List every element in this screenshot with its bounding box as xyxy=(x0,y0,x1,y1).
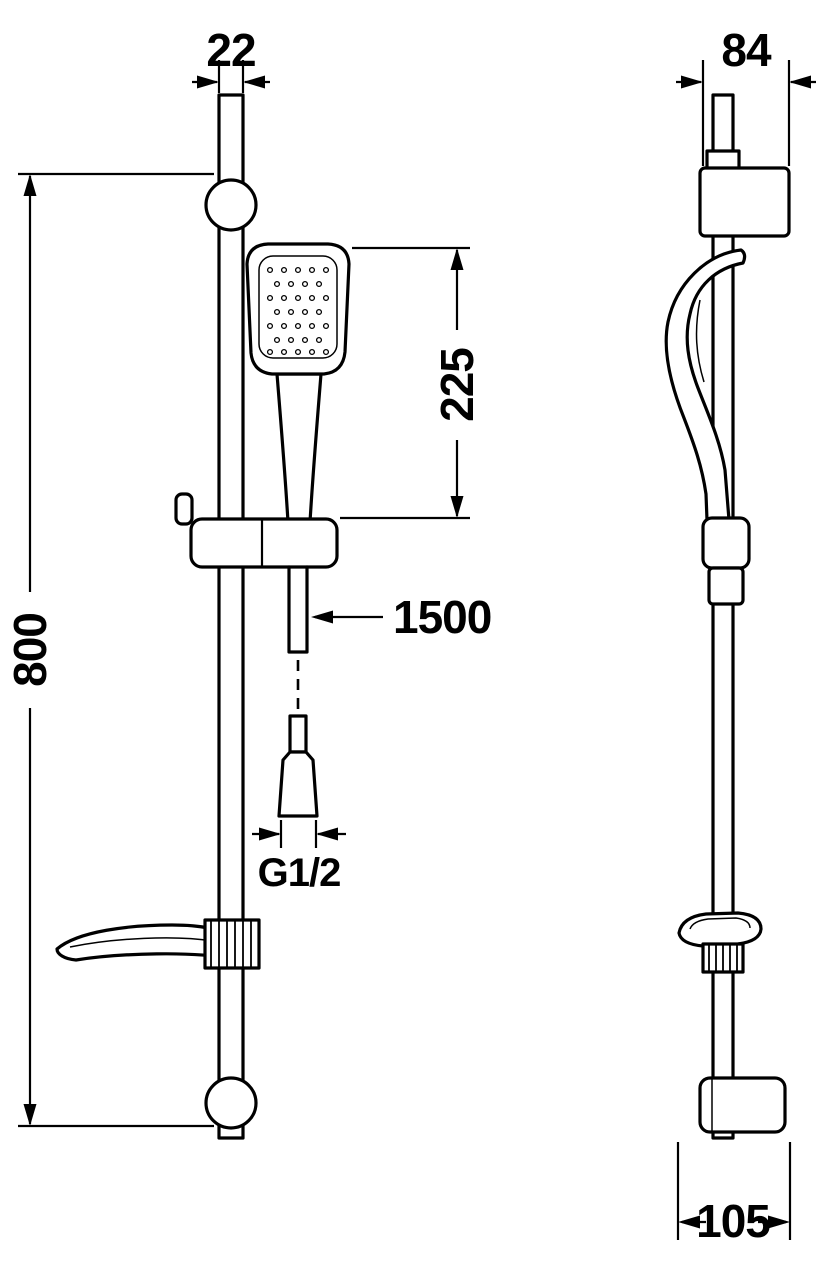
hand-shower-front xyxy=(245,242,351,376)
shower-handle xyxy=(275,372,323,524)
hose-outlet-side xyxy=(707,566,745,606)
wall-bracket-bottom-side xyxy=(698,1076,787,1134)
spray-nozzles xyxy=(266,266,330,356)
dish-clamp-front xyxy=(203,918,261,970)
dim-hose-length: 1500 xyxy=(311,591,492,643)
hose-length-dim-label: 1500 xyxy=(393,591,491,643)
wall-bracket-top-side xyxy=(698,149,791,238)
spray-face xyxy=(258,255,338,359)
hose-connector xyxy=(288,714,308,754)
hand-shower-side xyxy=(664,248,747,522)
dim-top-bracket-width: 84 xyxy=(676,24,816,166)
wall-mount-bottom-front xyxy=(204,1076,258,1130)
shower-rail-side xyxy=(711,93,735,1140)
shower-profile xyxy=(664,248,747,522)
slider-holder-body xyxy=(189,517,339,569)
dish-rim-line xyxy=(69,937,213,948)
dim-bottom-bracket-width: 105 xyxy=(676,1142,792,1247)
shower-rail-front xyxy=(217,93,245,1140)
shower-profile-detail xyxy=(695,299,705,383)
bracket-bottom-body xyxy=(698,1076,787,1134)
dim-rail-width: 22 xyxy=(192,24,270,93)
rail-width-dim-label: 22 xyxy=(206,24,255,76)
wall-mount-top-front xyxy=(204,178,258,232)
dim-thread-size: G1/2 xyxy=(252,820,346,895)
dim-total-height: 800 xyxy=(4,172,214,1128)
holder-side xyxy=(701,516,751,570)
hose-outlet xyxy=(287,565,309,654)
bottom-bracket-width-dim-label: 105 xyxy=(696,1195,770,1247)
release-knob xyxy=(174,492,194,526)
dish-clamp-ribs-side xyxy=(708,944,738,972)
soap-dish-side xyxy=(677,911,763,974)
thread-size-dim-label: G1/2 xyxy=(258,851,341,895)
top-bracket-width-dim-label: 84 xyxy=(721,24,772,76)
total-height-dim-label: 800 xyxy=(4,613,56,687)
shower-head-body xyxy=(245,242,351,376)
front-view: 22 800 225 1500 G1/2 xyxy=(4,24,492,1140)
shower-hose xyxy=(277,565,319,818)
dim-handshower-length: 225 xyxy=(340,246,483,520)
dish-rim-line-side xyxy=(689,917,751,930)
dish-clamp-ribs-front xyxy=(210,920,252,968)
connector-nut xyxy=(277,750,319,818)
side-view: 84 105 xyxy=(664,24,816,1247)
bracket-top-body xyxy=(698,166,791,238)
handshower-length-dim-label: 225 xyxy=(431,348,483,422)
slider-holder xyxy=(174,492,339,569)
soap-dish-front xyxy=(55,918,261,970)
